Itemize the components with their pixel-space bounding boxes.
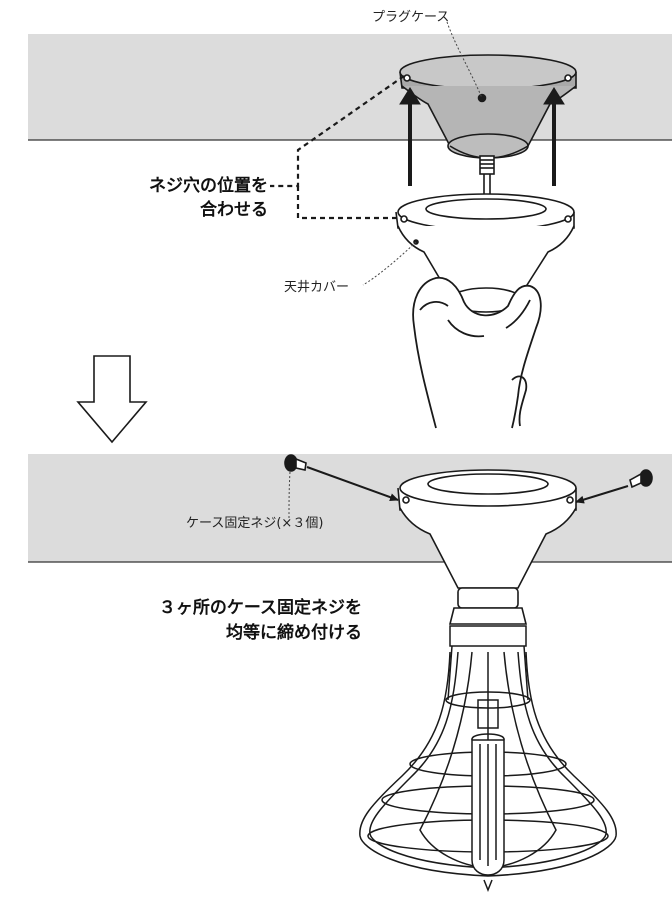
align-instruction-line2: 合わせる xyxy=(200,200,268,220)
screw-left xyxy=(284,454,307,472)
plug-case-label: プラグケース xyxy=(372,10,450,25)
hand-drawing xyxy=(412,276,542,429)
align-instruction-line1: ネジ穴の位置を xyxy=(149,176,268,196)
mounted-cover-drawing xyxy=(397,469,577,625)
up-arrows xyxy=(399,87,565,186)
tighten-instruction-line1: ３ヶ所のケース固定ネジを xyxy=(158,598,362,618)
ceiling-cover-label: 天井カバー xyxy=(284,280,350,295)
tighten-instruction-line2: 均等に締め付ける xyxy=(226,623,362,643)
case-screw-label: ケース固定ネジ(×３個) xyxy=(186,516,324,531)
down-arrow xyxy=(76,355,148,444)
cage-pendant-drawing xyxy=(359,625,617,893)
case-screws xyxy=(284,454,653,504)
screw-right xyxy=(629,469,653,489)
plug-case-drawing xyxy=(399,54,577,196)
alignment-leader xyxy=(270,75,405,220)
